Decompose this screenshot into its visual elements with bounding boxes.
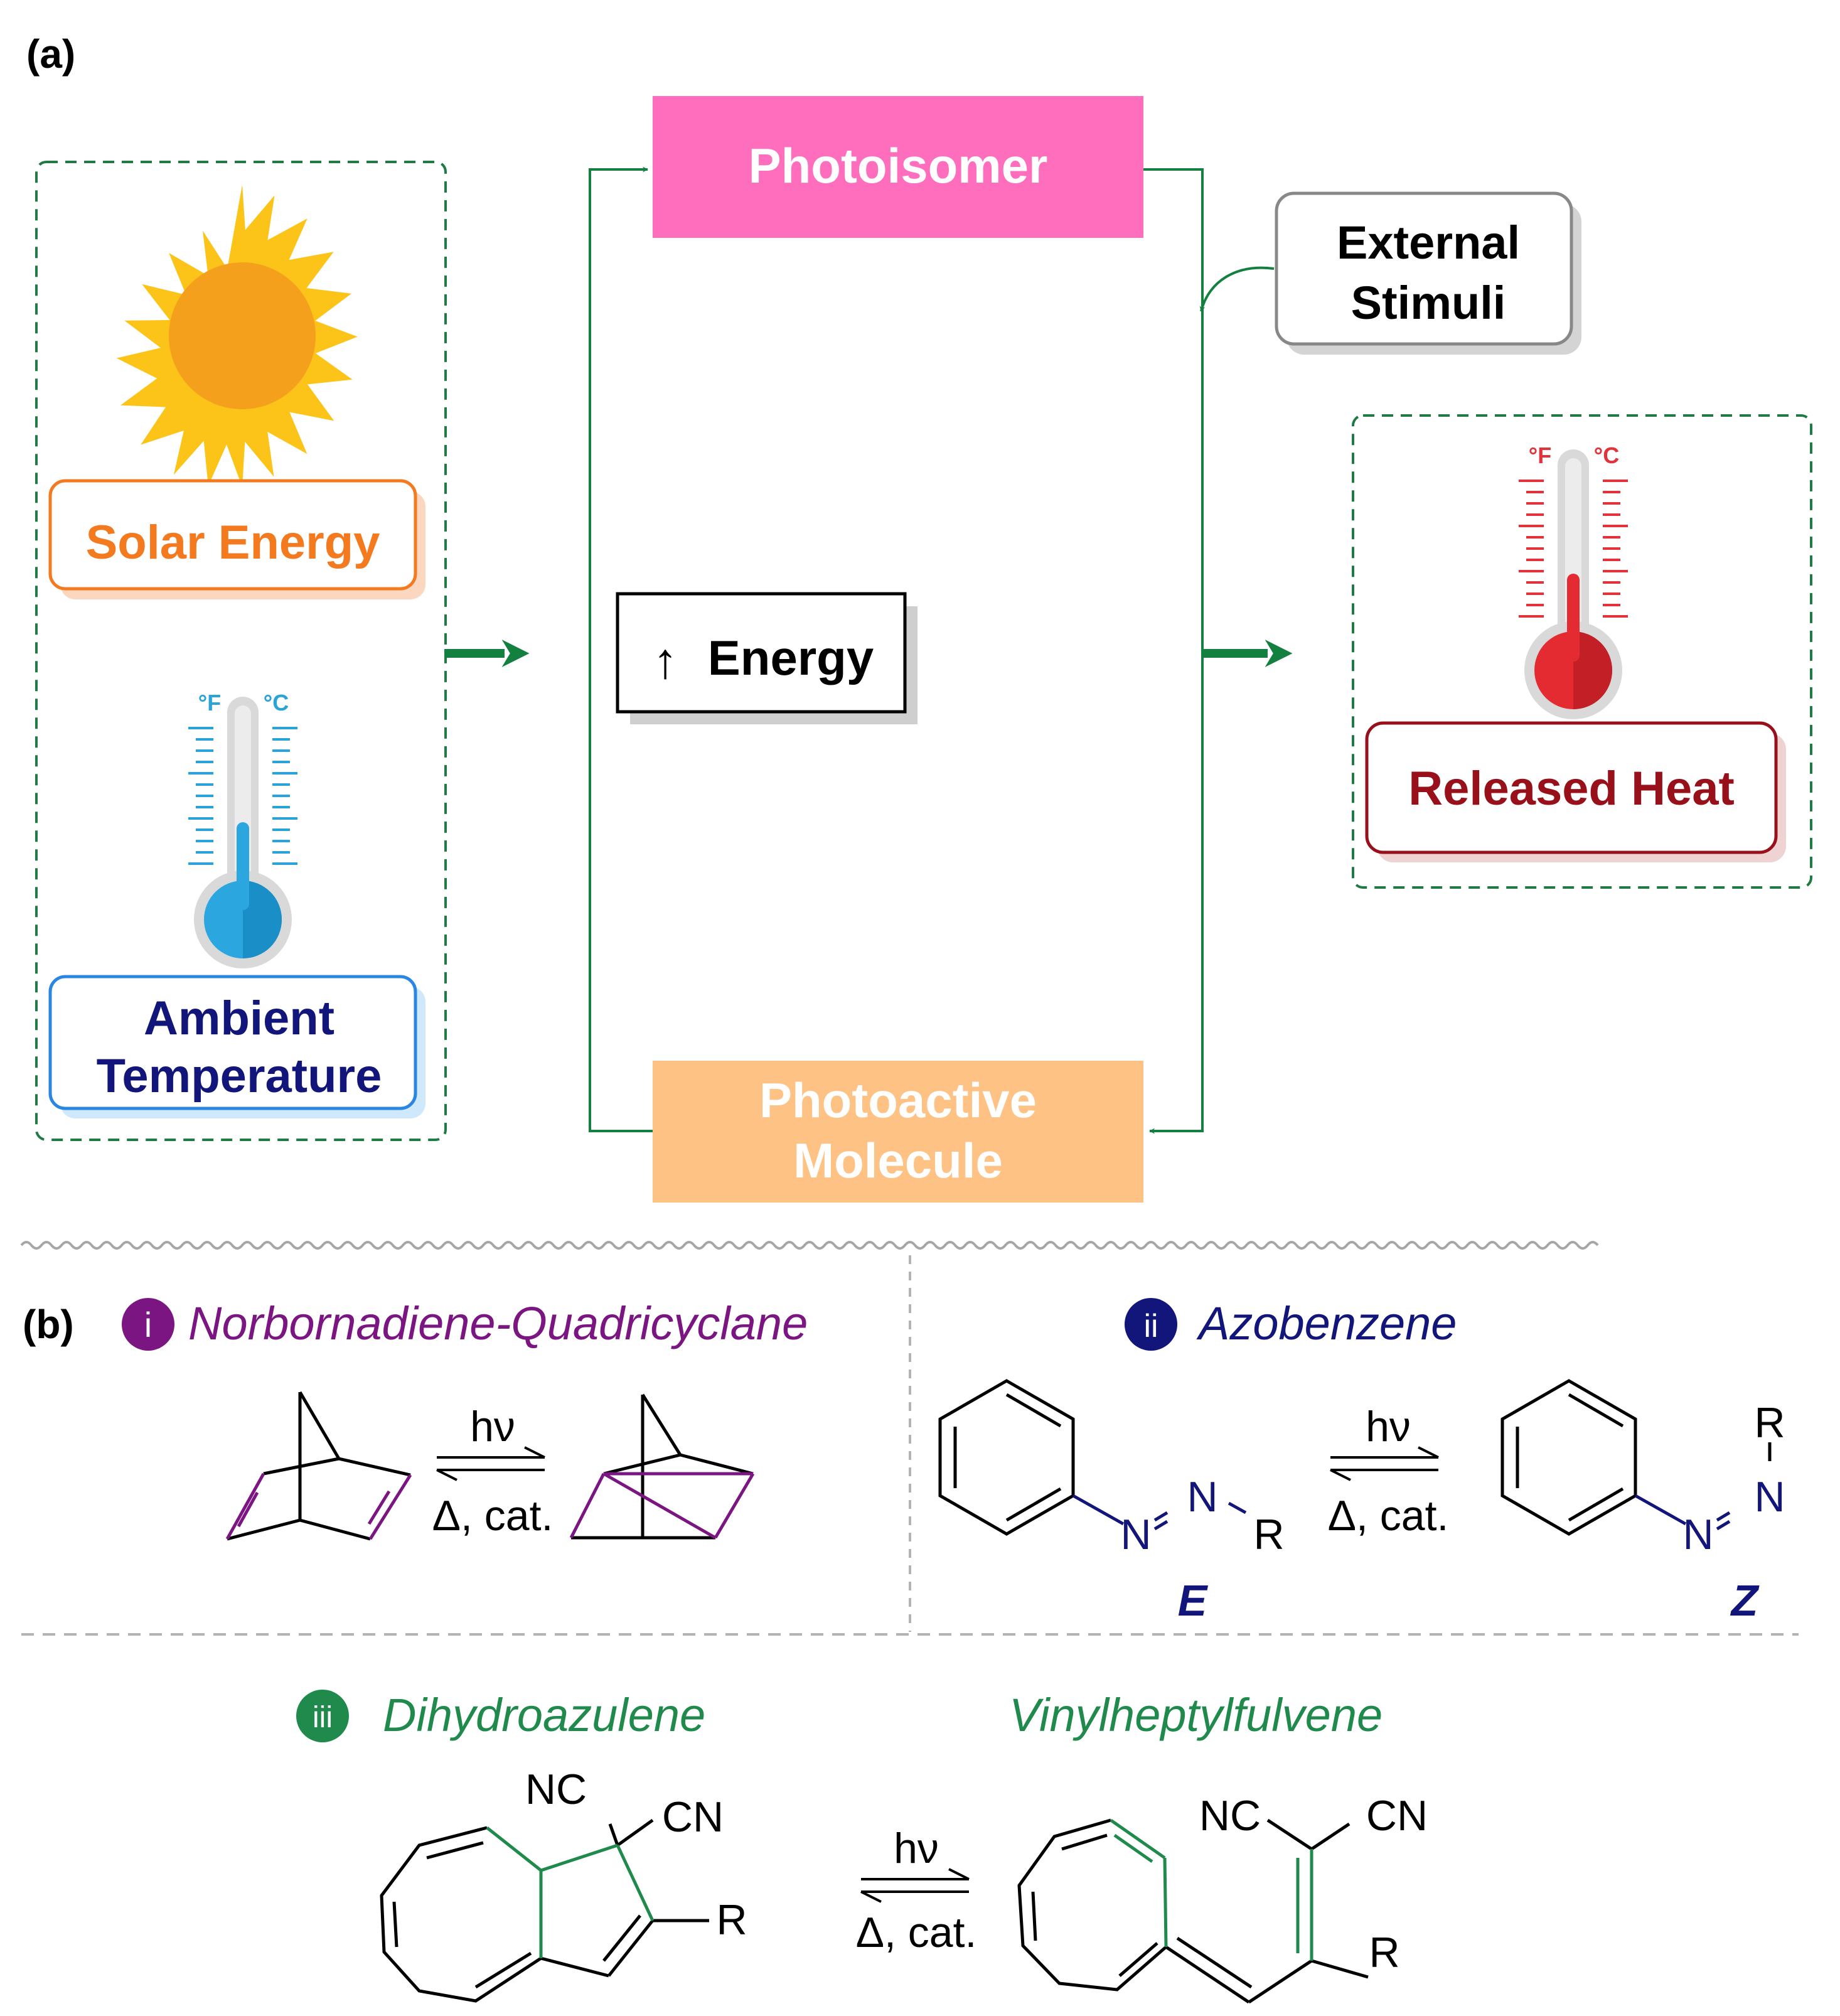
external-stimuli-box: External Stimuli (1275, 191, 1581, 355)
energy-arrow-icon: ↑ (653, 633, 678, 689)
cycle-left-path (589, 166, 658, 1132)
celsius-label-hot: °C (1594, 442, 1619, 468)
z-azobenzene-ring (1500, 1379, 1772, 1536)
dha-structure (380, 1818, 709, 2003)
released-heat-label: Released Heat (1408, 762, 1735, 815)
solar-energy-card: Solar Energy (48, 479, 425, 599)
panel-b-label: (b) (23, 1302, 74, 1347)
hv-label-ii: hν (1366, 1403, 1411, 1450)
stimuli-line1: External (1337, 217, 1520, 269)
section-azobenzene: ii Azobenzene N N R E hν Δ, cat. (938, 1297, 1785, 1625)
ambient-temperature-card: Ambient Temperature (48, 975, 425, 1118)
equilibrium-arrows-i (436, 1446, 545, 1481)
dha-title: Dihydroazulene (383, 1689, 705, 1741)
stimuli-arrow (1199, 266, 1275, 312)
dha-r: R (716, 1896, 747, 1944)
energy-label: Energy (708, 630, 874, 685)
numeral-i-badge (122, 1298, 174, 1351)
equilibrium-arrows-iii (860, 1868, 970, 1903)
azobenzene-title: Azobenzene (1196, 1297, 1457, 1349)
numeral-ii-badge (1125, 1298, 1177, 1351)
energy-box: ↑ Energy (616, 592, 917, 724)
panel-a-label: (a) (26, 31, 75, 77)
input-group-box (35, 161, 447, 1141)
photoisomer-box: Photoisomer (653, 96, 1143, 238)
fahrenheit-label: °F (198, 690, 221, 716)
wavy-separator (20, 1241, 1599, 1250)
z-n2: N (1754, 1473, 1785, 1521)
numeral-i: i (144, 1305, 152, 1344)
numeral-iii-badge (296, 1690, 349, 1742)
released-heat-card: Released Heat (1365, 721, 1786, 862)
delta-cat-label-i: Δ, cat. (432, 1492, 554, 1540)
equilibrium-arrows-ii (1330, 1446, 1439, 1481)
dha-cn: CN (662, 1793, 724, 1841)
delta-cat-label-iii: Δ, cat. (856, 1909, 977, 1956)
hv-label-iii: hν (894, 1825, 939, 1872)
photoactive-line2: Molecule (793, 1133, 1003, 1188)
vhf-nc: NC (1199, 1792, 1261, 1840)
e-r: R (1253, 1511, 1284, 1558)
vhf-title: Vinylheptylfulvene (1009, 1689, 1383, 1741)
e-n2: N (1187, 1473, 1217, 1521)
delta-cat-label-ii: Δ, cat. (1328, 1492, 1449, 1540)
vhf-structure (1017, 1818, 1369, 2004)
e-isomer-label: E (1178, 1576, 1209, 1625)
e-n1: N (1120, 1511, 1151, 1558)
numeral-iii: iii (313, 1701, 333, 1734)
section-dihydroazulene: iii Dihydroazulene Vinylheptylfulvene NC… (296, 1689, 1428, 2004)
dha-nc: NC (525, 1766, 587, 1813)
cycle-right-path (1142, 168, 1204, 1134)
stimuli-line2: Stimuli (1351, 277, 1506, 329)
solar-energy-label: Solar Energy (86, 516, 380, 569)
z-isomer-label: Z (1730, 1576, 1760, 1625)
photoisomer-label: Photoisomer (749, 138, 1048, 193)
e-azobenzene-ring (938, 1379, 1075, 1536)
numeral-ii: ii (1143, 1308, 1158, 1344)
output-group-box (1352, 414, 1812, 889)
z-n1: N (1682, 1511, 1713, 1558)
norbornadiene-title: Norbornadiene-Quadricyclane (188, 1297, 808, 1349)
quadricyclane-structure (571, 1393, 754, 1540)
hv-label-i: hν (470, 1403, 515, 1450)
z-r: R (1754, 1399, 1785, 1447)
photoactive-molecule-box: Photoactive Molecule (653, 1061, 1143, 1203)
norbornadiene-structure (227, 1391, 411, 1541)
fahrenheit-label-hot: °F (1529, 442, 1551, 468)
thermometer-cold-icon: °F °C (188, 690, 297, 968)
section-norbornadiene: i Norbornadiene-Quadricyclane hν Δ, cat. (122, 1297, 808, 1541)
thermometer-hot-icon: °F °C (1519, 442, 1628, 719)
sun-icon (116, 185, 358, 487)
ambient-line1: Ambient (144, 992, 334, 1045)
vhf-r: R (1369, 1929, 1399, 1976)
celsius-label: °C (264, 690, 289, 716)
photoactive-line1: Photoactive (759, 1073, 1037, 1128)
vhf-cn: CN (1366, 1792, 1428, 1840)
ambient-line2: Temperature (97, 1049, 382, 1103)
